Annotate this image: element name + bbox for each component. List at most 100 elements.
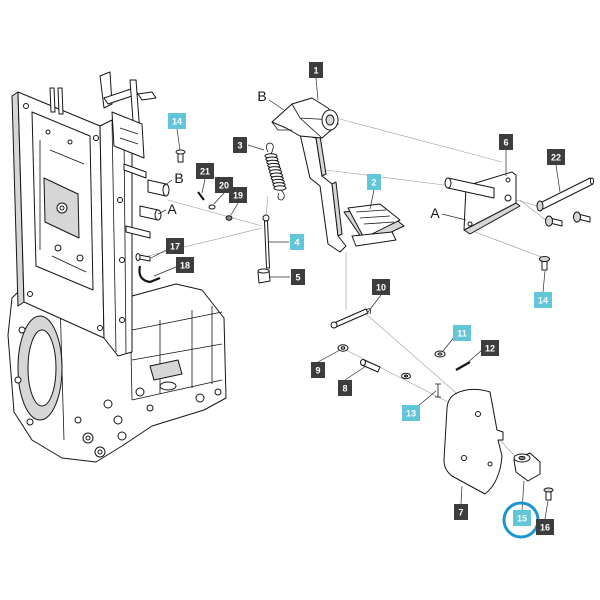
callout-label: 20 [219,180,229,190]
callout-12[interactable]: 12 [481,340,499,356]
callout-label: 1 [313,65,318,75]
callout-box[interactable] [513,510,531,526]
callout-13[interactable]: 13 [402,405,420,421]
callout-box[interactable] [499,134,513,150]
callout-box[interactable] [166,238,184,254]
callout-box[interactable] [547,149,565,165]
callout-7[interactable]: 7 [454,504,468,520]
callout-label: 5 [295,272,300,282]
bushing-15 [513,452,541,482]
callout-label: 15 [517,513,527,523]
rod-nut [257,268,271,284]
callout-box[interactable] [291,269,305,285]
spring-pin-12 [455,360,471,372]
link-10 [330,308,371,329]
callout-1[interactable]: 1 [309,62,323,78]
return-spring [264,142,287,201]
callout-box[interactable] [229,187,247,203]
reference-letter-b-housing: B [174,170,183,186]
callout-label: 3 [237,140,242,150]
callout-box[interactable] [311,362,325,378]
callout-label: 17 [170,241,180,251]
callout-label: 14 [538,295,548,305]
callout-15[interactable]: 15 [513,510,531,526]
callout-label: 6 [503,137,508,147]
callout-box[interactable] [453,325,471,341]
leader-lines [150,77,561,520]
callout-label: 10 [376,282,386,292]
screw-21 [197,191,205,201]
callout-8[interactable]: 8 [338,380,352,396]
callout-box[interactable] [290,234,304,250]
callout-16[interactable]: 16 [536,519,554,535]
reference-letter-a-housing: A [167,201,177,217]
transmission-housing [7,71,227,463]
callout-label: 14 [172,116,182,126]
pedal-bracket [444,171,521,235]
callout-21[interactable]: 21 [196,163,214,179]
callout-box[interactable] [168,113,186,129]
callout-box[interactable] [372,279,390,295]
nut-19 [225,215,233,221]
washer-20 [208,204,216,210]
bolt-14-right [539,256,550,271]
pin-18 [138,265,161,284]
callout-box[interactable] [367,174,381,190]
callout-2[interactable]: 2 [367,174,381,190]
callout-box[interactable] [536,519,554,535]
callout-6[interactable]: 6 [499,134,513,150]
callout-label: 16 [540,522,550,532]
callout-5[interactable]: 5 [291,269,305,285]
callout-label: 12 [485,343,495,353]
callout-label: 4 [294,237,299,247]
callout-box[interactable] [215,177,233,193]
callout-label: 11 [457,328,467,338]
callout-box[interactable] [481,340,499,356]
pedal-pad [343,203,405,247]
callout-22[interactable]: 22 [547,149,565,165]
washer-9 [337,344,349,352]
callout-box[interactable] [454,504,468,520]
reference-letter-a-bracket: A [430,205,440,221]
callout-4[interactable]: 4 [290,234,304,250]
bolt-16 [543,487,554,501]
callout-label: 21 [200,166,210,176]
callout-label: 2 [371,177,376,187]
callout-box[interactable] [338,380,352,396]
callout-label: 8 [342,383,347,393]
callout-box[interactable] [233,137,247,153]
bolt-right-2 [573,211,591,223]
callout-14-right[interactable]: 14 [534,292,552,308]
callout-box[interactable] [534,292,552,308]
callout-box[interactable] [196,163,214,179]
callout-label: 7 [458,507,463,517]
brake-pedal [271,97,347,253]
pivot-pin-22 [536,177,595,212]
callout-label: 13 [406,408,416,418]
callout-11[interactable]: 11 [453,325,471,341]
spring-rod [262,214,270,269]
callout-label: 22 [551,152,561,162]
callout-19[interactable]: 19 [229,187,247,203]
callout-9[interactable]: 9 [311,362,325,378]
reference-letter-b-pedal: B [257,88,266,104]
bolt-17 [135,253,151,262]
callout-box[interactable] [176,257,194,273]
callout-10[interactable]: 10 [372,279,390,295]
bolt-right-1 [545,215,563,227]
pedal-plate-7 [443,388,504,495]
washer-13 [401,372,441,398]
pin-8 [360,359,381,373]
callout-18[interactable]: 18 [176,257,194,273]
callout-17[interactable]: 17 [166,238,184,254]
callout-3[interactable]: 3 [233,137,247,153]
callout-label: 19 [233,190,243,200]
callout-label: 18 [180,260,190,270]
washer-11 [434,350,446,358]
bolt-14-left [175,149,186,163]
callout-14-left[interactable]: 14 [168,113,186,129]
callout-20[interactable]: 20 [215,177,233,193]
callout-box[interactable] [309,62,323,78]
callout-box[interactable] [402,405,420,421]
